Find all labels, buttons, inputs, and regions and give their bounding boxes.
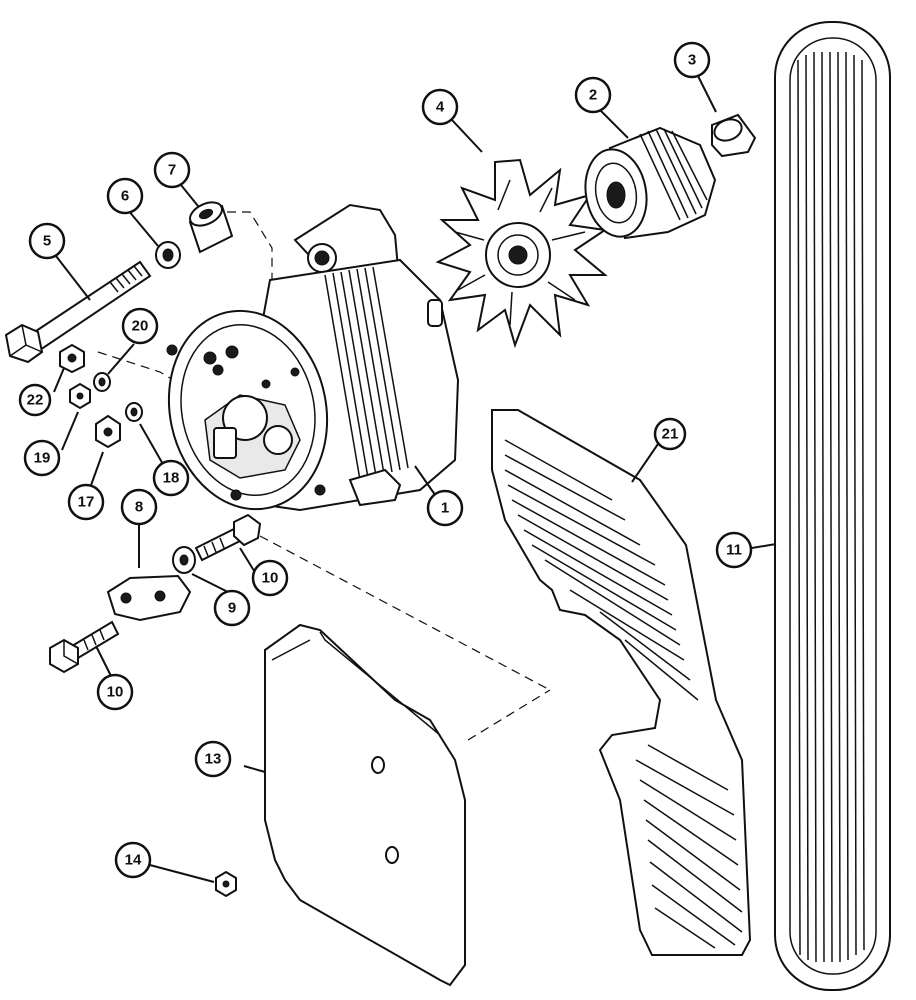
cooling-fan	[435, 158, 608, 349]
callout-20: 20	[121, 307, 159, 345]
callout-19: 19	[23, 439, 61, 477]
callout-7: 7	[153, 151, 191, 189]
callout-10-lower: 10	[96, 673, 134, 711]
svg-text:6: 6	[121, 188, 129, 205]
svg-text:3: 3	[688, 52, 696, 69]
svg-text:13: 13	[205, 751, 222, 768]
bolt-lower	[49, 620, 120, 674]
spacer	[188, 201, 234, 254]
callout-3: 3	[673, 41, 711, 79]
svg-text:2: 2	[589, 87, 597, 104]
svg-text:7: 7	[168, 162, 176, 179]
flat-washer	[172, 546, 196, 574]
nut	[215, 870, 237, 898]
svg-text:19: 19	[34, 450, 51, 467]
small-hardware	[59, 343, 143, 449]
callout-17: 17	[67, 483, 105, 521]
callout-13: 13	[194, 740, 232, 778]
callout-14: 14	[114, 841, 152, 879]
cover	[264, 623, 466, 987]
washer	[155, 241, 181, 269]
svg-text:4: 4	[436, 99, 445, 116]
heat-shield-slots	[504, 439, 743, 949]
svg-text:14: 14	[125, 852, 142, 869]
svg-text:1: 1	[441, 500, 449, 517]
callout-21: 21	[653, 417, 687, 451]
callout-2: 2	[574, 76, 612, 114]
alternator-assembly	[166, 203, 460, 512]
pulley-cap	[711, 113, 757, 158]
heat-shield	[491, 409, 752, 956]
svg-text:5: 5	[43, 233, 51, 250]
callout-6: 6	[106, 177, 144, 215]
drive-belt	[774, 21, 891, 991]
svg-text:17: 17	[78, 494, 95, 511]
callout-8: 8	[120, 488, 158, 526]
bracket-plate	[106, 574, 192, 622]
callout-5: 5	[28, 222, 66, 260]
bolt-upper	[194, 513, 262, 562]
callout-4: 4	[421, 88, 459, 126]
callout-10-upper: 10	[251, 559, 289, 597]
svg-text:22: 22	[27, 392, 44, 409]
callout-1: 1	[426, 489, 464, 527]
callout-18: 18	[152, 459, 190, 497]
svg-text:18: 18	[163, 470, 180, 487]
svg-text:20: 20	[132, 318, 149, 335]
svg-text:9: 9	[228, 600, 236, 617]
callout-22: 22	[18, 383, 52, 417]
callout-11: 11	[715, 531, 753, 569]
long-bolt	[4, 260, 152, 364]
leader-lines	[53, 75, 777, 883]
pulley	[584, 126, 717, 240]
svg-text:8: 8	[135, 499, 143, 516]
svg-text:21: 21	[662, 426, 679, 443]
svg-text:10: 10	[262, 570, 279, 587]
svg-text:10: 10	[107, 684, 124, 701]
svg-text:11: 11	[726, 542, 742, 559]
callout-9: 9	[213, 589, 251, 627]
